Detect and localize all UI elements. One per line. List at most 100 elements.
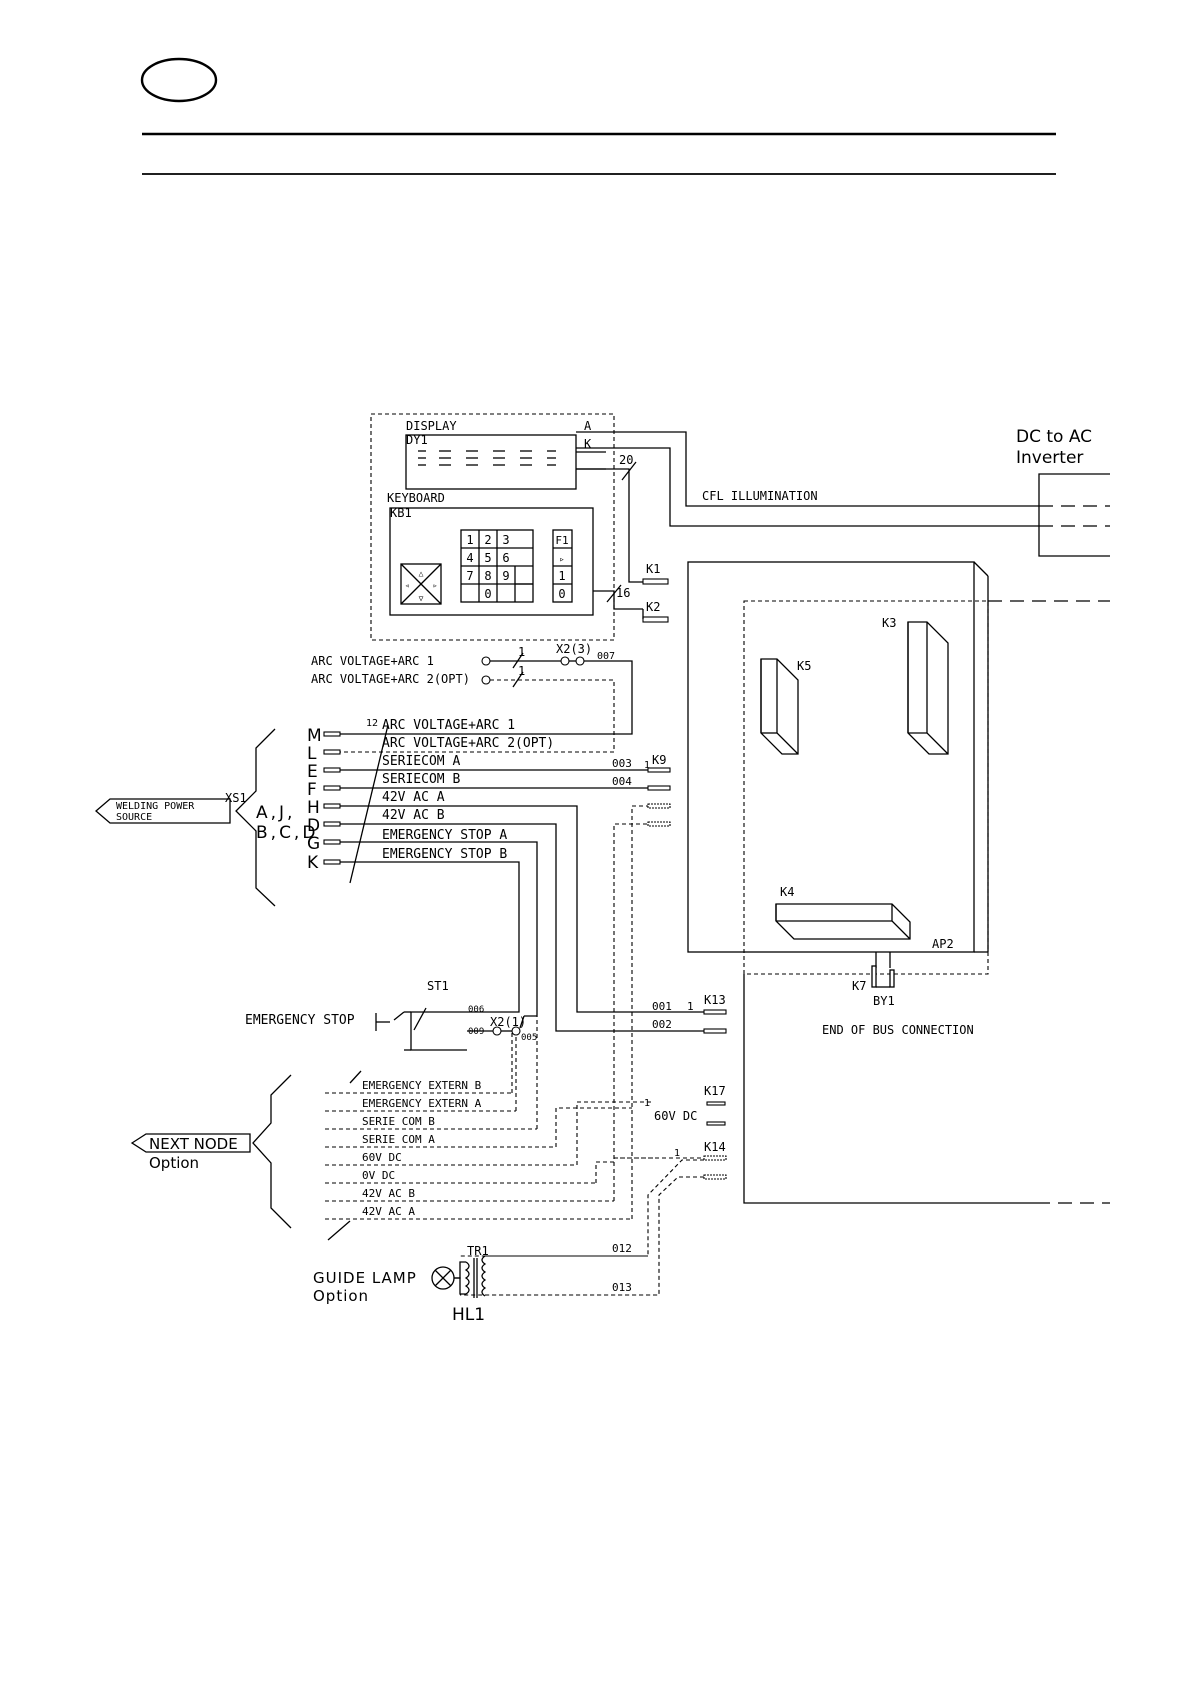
xs1-pin-m: M ARC VOLTAGE+ARC 1	[307, 718, 515, 746]
next-node-signal-7: 42V AC B	[325, 1187, 614, 1202]
pin-signal-m: ARC VOLTAGE+ARC 1	[382, 718, 515, 733]
wire-count-1a: 1	[518, 645, 525, 659]
wire-003: 003	[612, 757, 632, 770]
pin-letter-f: F	[307, 780, 317, 800]
nn-signal-7: 42V AC B	[362, 1187, 415, 1200]
display-pin-a: A	[584, 419, 592, 433]
wire-count-20: 20	[619, 453, 633, 467]
next-node-signal-3: SERIE COM B	[325, 1115, 537, 1130]
fkey-zero: 0	[558, 587, 565, 601]
emergency-stop-st1: ST1 EMERGENCY STOP 006 009 X2(1) 005	[245, 979, 537, 1051]
pin-signal-g: EMERGENCY STOP A	[382, 828, 507, 843]
wire-006: 006	[468, 1005, 484, 1015]
emergency-stop-label: EMERGENCY STOP	[245, 1013, 355, 1028]
fkey-next: ▹	[559, 555, 564, 565]
welding-source-label-2: SOURCE	[116, 812, 152, 823]
connector-k17: K17	[704, 1084, 726, 1098]
nn-signal-8: 42V AC A	[362, 1205, 415, 1218]
connector-k9: K9	[652, 753, 666, 767]
pin-signal-d: 42V AC B	[382, 808, 445, 823]
pin-letter-m: M	[307, 726, 322, 746]
wire-002: 002	[652, 1018, 672, 1031]
pin-signal-e: SERIECOM A	[382, 754, 460, 769]
svg-text:△: △	[419, 569, 424, 578]
next-node-signal-5: 60V DC	[325, 1151, 577, 1166]
wire-007: 007	[597, 651, 615, 662]
terminal-x2-3: X2(3)	[556, 642, 592, 656]
wire-count-1d: 1	[687, 1000, 694, 1013]
pin-letter-e: E	[307, 762, 318, 782]
nn-signal-2: EMERGENCY EXTERN A	[362, 1097, 482, 1110]
pin-letter-k: K	[307, 853, 319, 873]
connector-k14: K14	[704, 1140, 726, 1154]
pin-letter-g: G	[307, 834, 320, 854]
guide-lamp-option: Option	[313, 1287, 369, 1305]
connector-k1-pin	[642, 578, 669, 585]
next-node-label: NEXT NODE	[149, 1135, 238, 1153]
xs1-group-2: B,C,D	[256, 823, 318, 843]
wire-count-12: 12	[366, 718, 378, 729]
terminal-x2-1: X2(1)	[490, 1015, 526, 1029]
wire-013: 013	[612, 1281, 632, 1294]
nn-signal-3: SERIE COM B	[362, 1115, 435, 1128]
arc-input-2: ARC VOLTAGE+ARC 2(OPT)	[311, 672, 470, 686]
connector-k9-block: 003 1 K9 004	[612, 753, 671, 827]
component-k5: K5	[797, 659, 811, 673]
dc60-label: 60V DC	[654, 1109, 697, 1123]
key-7: 7	[466, 569, 473, 583]
wire-004: 004	[612, 775, 632, 788]
component-k4: K4	[780, 885, 794, 899]
key-1: 1	[466, 533, 473, 547]
pin-signal-k: EMERGENCY STOP B	[382, 847, 507, 862]
xs1-pin-g: G EMERGENCY STOP A	[307, 828, 538, 1017]
xs1-pin-e: E SERIECOM A	[307, 754, 648, 782]
welding-source-label-1: WELDING POWER	[116, 801, 195, 812]
tr1-label: TR1	[467, 1244, 489, 1258]
pin-letter-d: D	[307, 816, 320, 836]
fkey-f1: F1	[555, 534, 568, 547]
display-id: DY1	[406, 433, 428, 447]
key-5: 5	[484, 551, 491, 565]
next-node: NEXT NODE Option EMERGENCY EXTERN B EMER…	[130, 805, 704, 1241]
arc-input-1: ARC VOLTAGE+ARC 1	[311, 654, 434, 668]
connector-k17-block: K17 1 60V DC	[644, 1084, 726, 1126]
display-pin-k: K	[584, 437, 592, 451]
guide-lamp-label: GUIDE LAMP	[313, 1269, 417, 1287]
next-node-signal-8: 42V AC A	[325, 1205, 632, 1220]
display-segments	[418, 450, 556, 466]
nn-signal-5: 60V DC	[362, 1151, 402, 1164]
wire-count-1c: 1	[644, 760, 650, 771]
wire-009: 009	[468, 1027, 484, 1037]
pin-signal-h: 42V AC A	[382, 790, 445, 805]
xs1-group-1: A,J,	[256, 803, 295, 823]
xs1-pin-d: D 42V AC B	[307, 808, 704, 1032]
keyboard-id: KB1	[390, 506, 412, 520]
key-2: 2	[484, 533, 491, 547]
connector-k2: K2	[646, 600, 660, 614]
nn-signal-6: 0V DC	[362, 1169, 395, 1182]
wire-012: 012	[612, 1242, 632, 1255]
connector-by1: BY1	[873, 994, 895, 1008]
header-badge-oval	[140, 57, 218, 103]
xs1-pin-h: H 42V AC A	[307, 790, 704, 1013]
connector-k13: K13	[704, 993, 726, 1007]
fkey-one: 1	[558, 569, 565, 583]
guide-lamp: GUIDE LAMP Option TR1 HL1 012 013	[313, 1242, 659, 1325]
wire-005: 005	[521, 1033, 537, 1043]
wire-count-1b: 1	[518, 664, 525, 678]
next-node-option: Option	[149, 1154, 199, 1172]
wire-count-1e: 1	[644, 1098, 650, 1109]
welding-power-source: WELDING POWER SOURCE XS1 A,J, B,C,D 12	[95, 718, 389, 907]
connector-k7: K7	[852, 979, 866, 993]
connector-k1: K1	[646, 562, 660, 576]
key-6: 6	[502, 551, 509, 565]
key-3: 3	[502, 533, 509, 547]
wire-count-1f: 1	[674, 1148, 680, 1159]
display-title: DISPLAY	[406, 419, 457, 433]
xs1-pin-l: L ARC VOLTAGE+ARC 2(OPT)	[307, 736, 554, 764]
dc-ac-inverter: DC to AC Inverter CFL ILLUMINATION	[576, 427, 1110, 557]
wire-count-16: 16	[616, 586, 630, 600]
next-node-signal-1: EMERGENCY EXTERN B	[325, 1079, 512, 1094]
next-node-signal-6: 0V DC	[325, 1169, 596, 1184]
